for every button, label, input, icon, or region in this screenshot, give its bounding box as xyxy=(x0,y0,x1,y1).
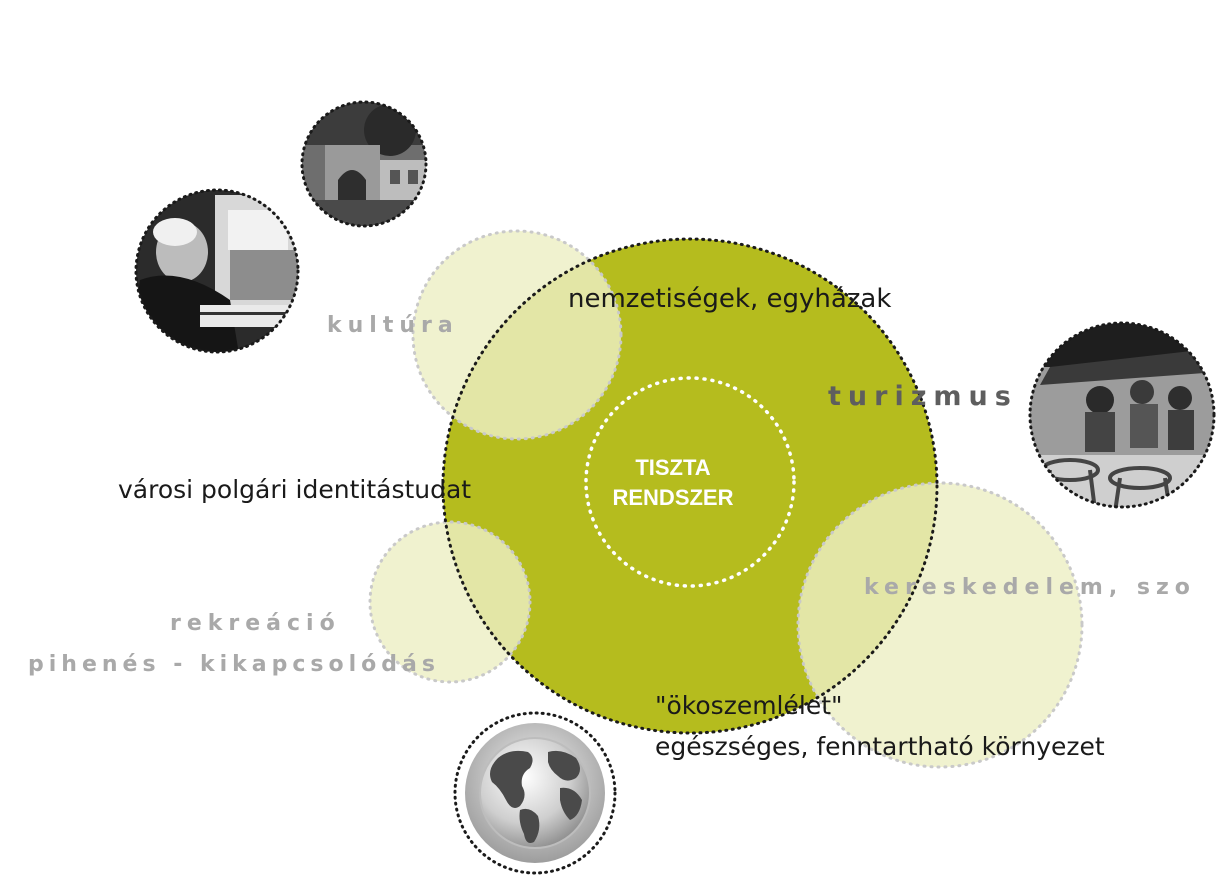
nationalities-label: nemzetiségek, egyházak xyxy=(568,284,892,314)
recreation-label: rekreáció xyxy=(170,611,341,636)
trade-label: kereskedelem, szo xyxy=(864,575,1196,600)
globe-icon xyxy=(453,711,617,875)
relaxation-label: pihenés - kikapcsolódás xyxy=(28,652,440,677)
tourism-label: turizmus xyxy=(828,381,1018,412)
center-title-line2: RENDSZER xyxy=(612,485,734,510)
recreation-circle xyxy=(368,520,532,684)
center-title: TISZTA RENDSZER xyxy=(603,453,743,513)
main-circle-outline xyxy=(441,237,939,735)
environment-label: egészséges, fenntartható környezet xyxy=(655,732,1105,761)
civic-identity-label: városi polgári identitástudat xyxy=(118,475,472,504)
cafe-terrace-photo xyxy=(1028,321,1216,509)
church-ruin-photo xyxy=(300,100,428,228)
pianist-photo xyxy=(134,188,300,354)
culture-label: kultúra xyxy=(327,313,459,338)
trade-circle xyxy=(796,481,1084,769)
center-title-line1: TISZTA xyxy=(635,455,711,480)
center-circle-outline xyxy=(584,376,796,588)
eco-label: "ökoszemlélet" xyxy=(655,691,843,720)
